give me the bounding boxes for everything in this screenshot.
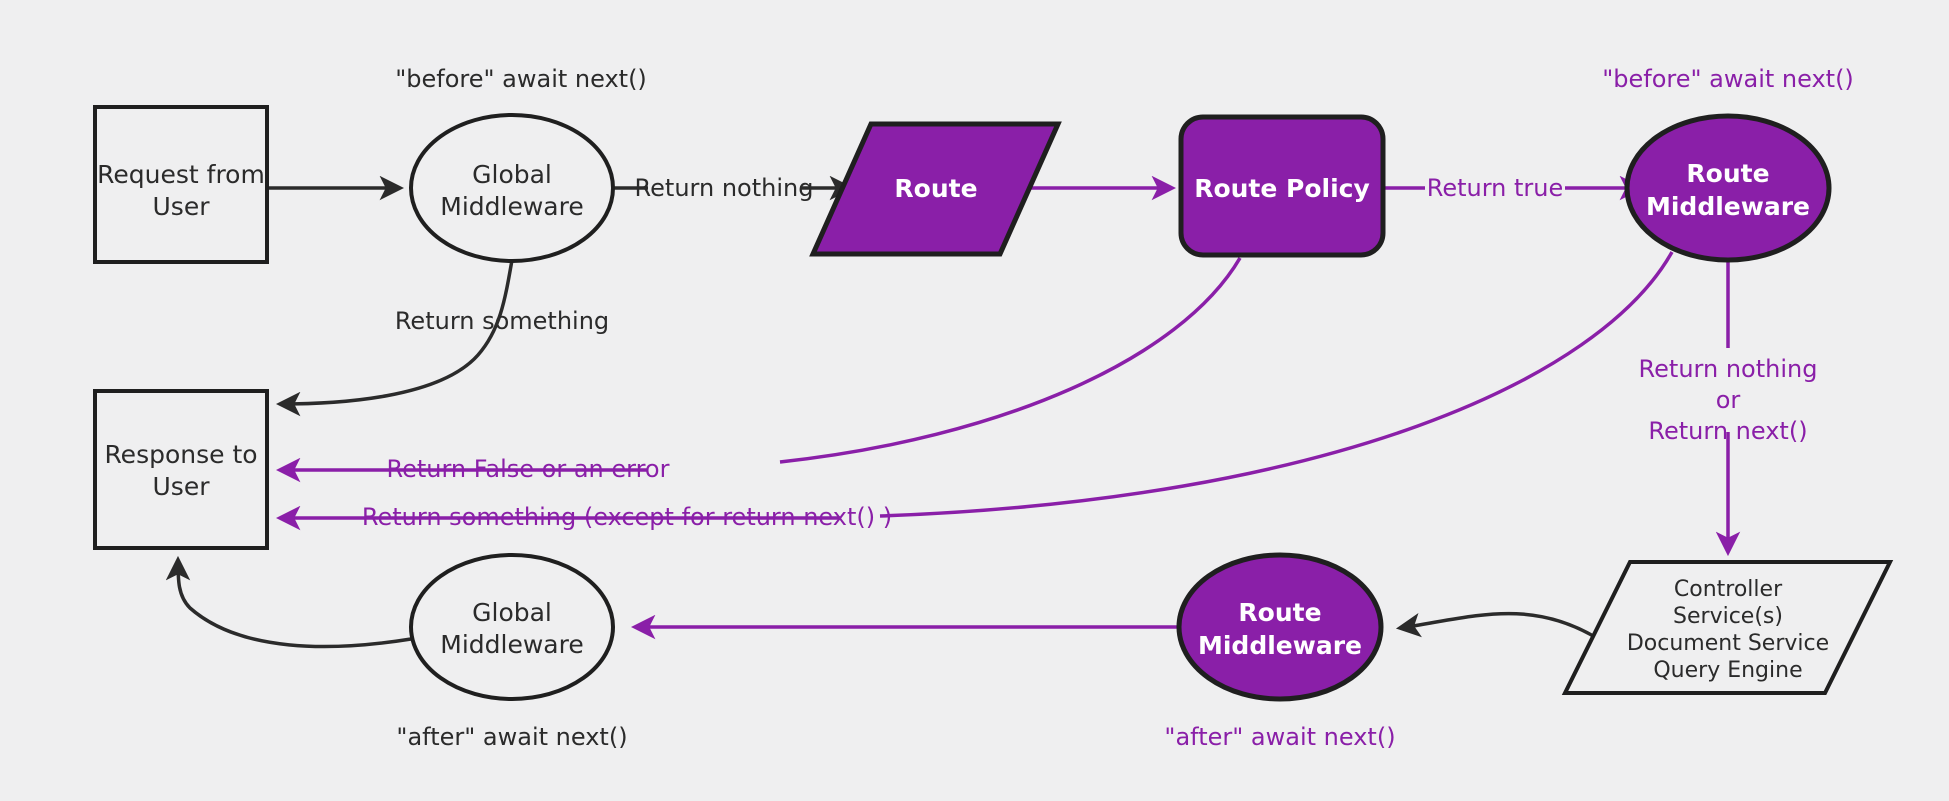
node-route-policy[interactable]: Route Policy bbox=[1178, 114, 1386, 258]
node-route-middleware-top[interactable]: Route Middleware bbox=[1624, 113, 1832, 263]
edge-global-middleware-bottom-to-response bbox=[165, 555, 412, 649]
edge-label-return-nothing-or-next-line1: Return nothing bbox=[1639, 355, 1818, 383]
node-global-middleware-top[interactable]: Global Middleware bbox=[409, 113, 615, 263]
request-from-user-label-line1: Request from bbox=[97, 160, 265, 189]
edge-route-policy-to-response-curve bbox=[779, 257, 1242, 464]
global-middleware-top-shape bbox=[409, 113, 615, 263]
edge-label-return-nothing: Return nothing bbox=[635, 174, 814, 202]
node-global-middleware-bottom[interactable]: Global Middleware bbox=[409, 553, 615, 701]
node-response-to-user[interactable]: Response to User bbox=[93, 389, 269, 550]
edge-label-return-false-or-error: Return False or an error bbox=[387, 455, 670, 483]
controller-stack-label-line1: Controller bbox=[1674, 577, 1783, 602]
response-to-user-shape bbox=[93, 389, 269, 550]
annotation-after-await-next-bottom-right: "after" await next() bbox=[1164, 723, 1395, 751]
annotation-before-await-next-top-right: "before" await next() bbox=[1602, 65, 1854, 93]
response-to-user-label-line2: User bbox=[153, 472, 211, 501]
route-shape bbox=[809, 121, 1062, 257]
edge-label-return-nothing-or-next-line3: Return next() bbox=[1648, 417, 1807, 445]
node-controller-stack[interactable]: Controller Service(s) Document Service Q… bbox=[1561, 560, 1894, 695]
edge-label-return-something: Return something bbox=[395, 307, 609, 335]
global-middleware-top-label-line1: Global bbox=[472, 160, 552, 189]
route-middleware-top-label-line2: Middleware bbox=[1646, 192, 1810, 221]
edge-route-middleware-to-response-curve bbox=[879, 251, 1674, 518]
edge-label-return-something-except-next: Return something (except for return next… bbox=[362, 503, 892, 531]
global-middleware-top-label-line2: Middleware bbox=[440, 192, 583, 221]
edge-global-middleware-to-response-curve bbox=[275, 259, 514, 417]
edge-controller-to-route-middleware-bottom bbox=[1395, 611, 1601, 642]
route-middleware-top-shape bbox=[1624, 113, 1832, 263]
route-middleware-top-label-line1: Route bbox=[1686, 159, 1769, 188]
request-from-user-shape bbox=[93, 105, 269, 264]
global-middleware-bottom-label-line2: Middleware bbox=[440, 630, 583, 659]
node-request-from-user[interactable]: Request from User bbox=[93, 105, 269, 264]
edge-label-return-nothing-or-next-line2: or bbox=[1716, 386, 1741, 414]
annotation-before-await-next-top-left: "before" await next() bbox=[395, 65, 647, 93]
route-policy-shape bbox=[1178, 114, 1386, 258]
route-label: Route bbox=[894, 174, 977, 203]
route-middleware-bottom-label-line2: Middleware bbox=[1198, 631, 1362, 660]
route-policy-label: Route Policy bbox=[1194, 174, 1370, 203]
controller-stack-label-line2: Service(s) bbox=[1673, 604, 1783, 629]
controller-stack-shape bbox=[1561, 560, 1894, 695]
route-middleware-bottom-label-line1: Route bbox=[1238, 598, 1321, 627]
controller-stack-label-line3: Document Service bbox=[1627, 631, 1829, 656]
node-route[interactable]: Route bbox=[809, 121, 1062, 257]
global-middleware-bottom-shape bbox=[409, 553, 615, 701]
edge-label-return-true: Return true bbox=[1427, 174, 1564, 202]
response-to-user-label-line1: Response to bbox=[104, 440, 257, 469]
request-from-user-label-line2: User bbox=[153, 192, 211, 221]
global-middleware-bottom-label-line1: Global bbox=[472, 598, 552, 627]
route-middleware-bottom-shape bbox=[1176, 552, 1384, 702]
controller-stack-label-line4: Query Engine bbox=[1653, 658, 1802, 683]
node-route-middleware-bottom[interactable]: Route Middleware bbox=[1176, 552, 1384, 702]
annotation-after-await-next-bottom-left: "after" await next() bbox=[396, 723, 627, 751]
